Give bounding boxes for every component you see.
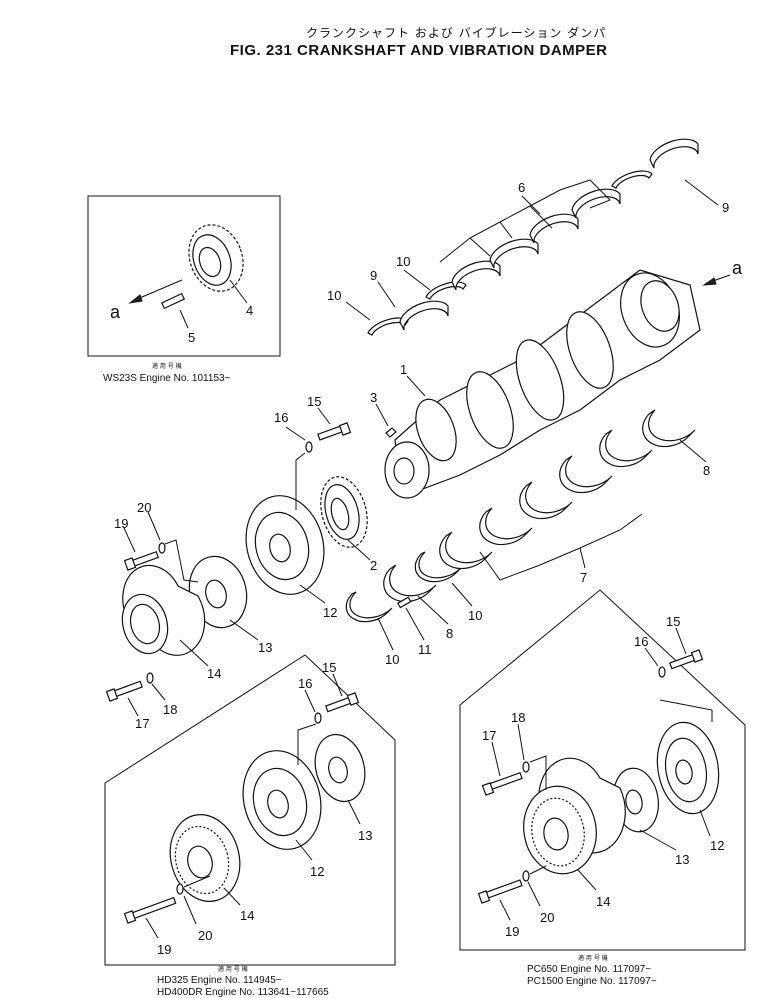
upper-main-bearings: [367, 138, 699, 336]
callout-20-main: 20: [137, 500, 151, 515]
callout-18-pc: 18: [511, 710, 525, 725]
callout-10-bottom: 10: [385, 652, 399, 667]
pulley-part-14: [121, 564, 206, 656]
bolt-part-15-main: [317, 422, 352, 441]
inset-pc-engine-1: PC650 Engine No. 117097~: [527, 964, 651, 975]
callout-13-hd: 13: [358, 828, 372, 843]
callout-16-hd: 16: [298, 676, 312, 691]
callout-6: 6: [518, 180, 525, 195]
pin-part-5: [160, 292, 186, 310]
callout-18-main: 18: [163, 702, 177, 717]
callout-13-main: 13: [258, 640, 272, 655]
callout-9-upper: 9: [722, 200, 729, 215]
inset-ws23s-engine: WS23S Engine No. 101153~: [103, 373, 231, 384]
vibration-damper-part-12: [245, 495, 325, 595]
inset-frame-hd: [104, 654, 396, 966]
inset-frame-ws23s: [87, 195, 281, 357]
callout-15-pc: 15: [666, 614, 680, 629]
washer-part-20-hd: [176, 883, 184, 895]
japanese-title: クランクシャフト および バイブレーション ダンパ: [306, 26, 607, 40]
callout-12-main: 12: [323, 605, 337, 620]
pulley-part-14-hd: [169, 813, 241, 903]
inset-hd-engine-1: HD325 Engine No. 114945~: [157, 975, 282, 986]
callout-8-right: 8: [703, 463, 710, 478]
callout-5: 5: [188, 330, 195, 345]
lower-main-bearings: [345, 409, 696, 623]
callout-15-main: 15: [307, 394, 321, 409]
callout-20-hd: 20: [198, 928, 212, 943]
washer-part-16-hd: [314, 712, 322, 724]
callout-17-main: 17: [135, 716, 149, 731]
crankshaft-part-1: [384, 269, 701, 499]
callout-11: 11: [418, 642, 432, 657]
bolt-part-17-main: [105, 680, 143, 702]
washer-part-18-main: [146, 672, 154, 684]
callout-7: 7: [580, 570, 587, 585]
callout-15-hd: 15: [322, 660, 336, 675]
callout-14-main: 14: [207, 666, 221, 681]
arrow-label-a-inset: a: [110, 302, 121, 322]
washer-part-16-main: [305, 441, 313, 453]
callout-19-hd: 19: [157, 942, 171, 957]
damper-part-12-pc: [656, 721, 720, 815]
callout-3: 3: [370, 390, 377, 405]
washer-part-16-pc: [658, 666, 666, 678]
callout-2: 2: [370, 558, 377, 573]
damper-part-12-hd: [242, 750, 322, 850]
inset-frame-pc: [459, 589, 746, 951]
callout-10-upper: 10: [396, 254, 410, 269]
inset-ws23s-jp-note: 適 用 号 機: [152, 362, 182, 370]
gear-part-4: [188, 224, 244, 292]
inset-hd-engine-2: HD400DR Engine No. 113641~117665: [157, 987, 329, 998]
key-part-3: [385, 427, 397, 438]
figure-title: FIG. 231 CRANKSHAFT AND VIBRATION DAMPER: [230, 42, 608, 59]
bolt-part-19-main: [123, 550, 160, 571]
thrust-pin-part-11: [396, 596, 412, 609]
callout-4: 4: [246, 303, 253, 318]
callout-13-pc: 13: [675, 852, 689, 867]
callout-17-pc: 17: [482, 728, 496, 743]
inset-hd-jp-note: 適 用 号 機: [218, 965, 248, 973]
callout-1: 1: [400, 362, 407, 377]
arrow-head-a-inset: [128, 294, 143, 304]
washer-part-18-pc: [522, 761, 530, 773]
bolt-part-19-pc: [477, 879, 523, 904]
callout-19-pc: 19: [505, 924, 519, 939]
arrow-label-a-main: a: [732, 258, 743, 278]
callout-16-pc: 16: [634, 634, 648, 649]
callout-10-left: 10: [327, 288, 341, 303]
callout-12-hd: 12: [310, 864, 324, 879]
callout-8-bottom: 8: [446, 626, 453, 641]
flange-part-13-hd: [314, 733, 366, 803]
inset-pc-engine-2: PC1500 Engine No. 117097~: [527, 976, 657, 987]
pulley-part-14-pc: [523, 757, 626, 875]
callout-19-main: 19: [114, 516, 128, 531]
inset-pc-jp-note: 適 用 号 機: [578, 954, 608, 962]
callout-14-pc: 14: [596, 894, 610, 909]
callout-16-main: 16: [274, 410, 288, 425]
bolt-part-15-hd: [325, 692, 360, 713]
callout-20-pc: 20: [540, 910, 554, 925]
washer-part-20-pc: [522, 870, 530, 882]
gear-part-2: [320, 476, 368, 548]
bolt-part-15-pc: [669, 649, 704, 670]
callout-12-pc: 12: [710, 838, 724, 853]
bolt-part-17-pc: [481, 771, 523, 796]
bolt-part-19-hd: [123, 896, 177, 924]
callout-9-left: 9: [370, 268, 377, 283]
callout-10-lower: 10: [468, 608, 482, 623]
arrow-line-a-inset: [134, 279, 183, 301]
washer-part-20-main: [158, 542, 166, 554]
callout-14-hd: 14: [240, 908, 254, 923]
